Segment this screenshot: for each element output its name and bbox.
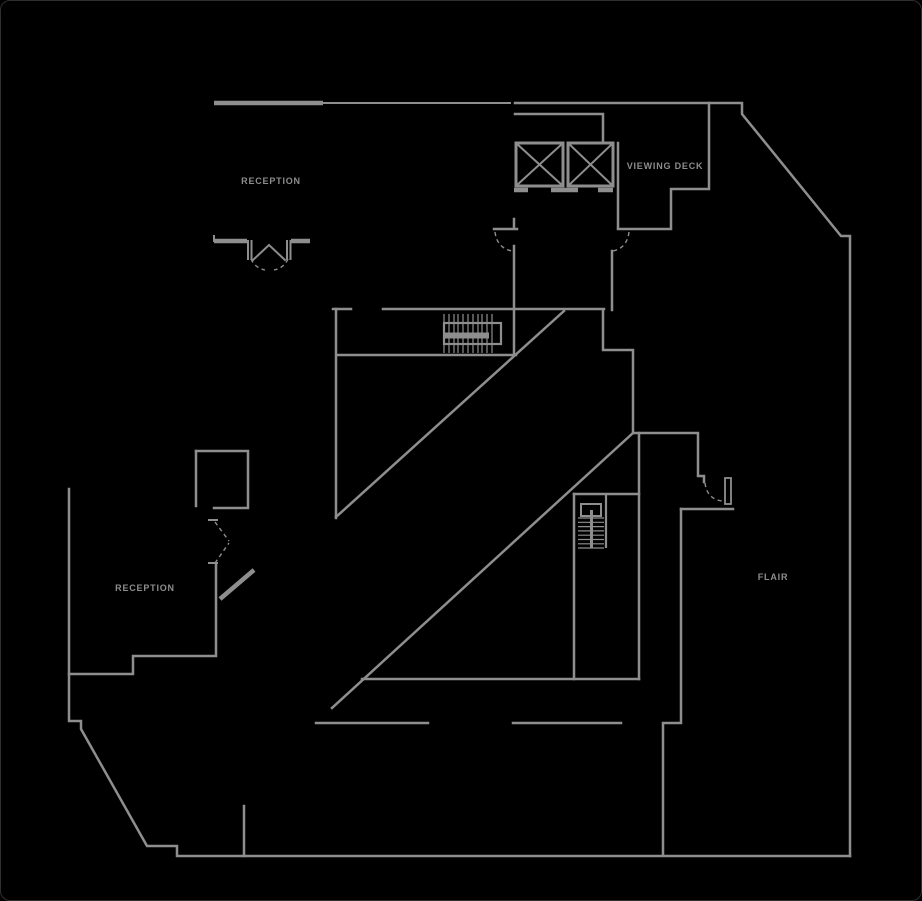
staircase-upper [442, 314, 503, 353]
closet-walls [194, 449, 250, 510]
door-left-swing [494, 231, 513, 252]
door-swing-dashes [214, 521, 230, 564]
flair-door-swing [704, 482, 723, 502]
door-jambs [208, 519, 218, 564]
lower-reception [67, 449, 256, 676]
wall-top-right-diagonal [513, 101, 852, 858]
labels: RECEPTION VIEWING DECK RECEPTION FLAIR [115, 161, 789, 593]
staircase-lower [360, 492, 641, 681]
diagonal-atrium [330, 309, 635, 710]
door-swing-arc-right [273, 258, 289, 271]
label-viewing-deck: VIEWING DECK [627, 161, 704, 171]
label-flair: FLAIR [758, 572, 789, 582]
stair-landing-bar [444, 332, 489, 339]
viewing-deck-step-wall [616, 101, 711, 231]
elevator-shaft-2 [566, 141, 615, 188]
elevator-shaft-1 [514, 141, 565, 188]
door-jamb-right [286, 240, 292, 260]
flair-door-leaf [724, 477, 732, 505]
reception-desk [218, 568, 256, 601]
label-reception-lower: RECEPTION [115, 583, 175, 593]
label-reception-upper: RECEPTION [241, 176, 301, 186]
wall-step-right [601, 309, 635, 435]
reception-walls [67, 562, 218, 676]
outer-walls [67, 100, 852, 858]
diagonal-wall-lower [330, 431, 635, 710]
elevator-core [513, 112, 620, 230]
bottom-corridor [242, 721, 623, 858]
diagonal-wall-upper [334, 309, 566, 519]
elevator-x-2 [566, 141, 615, 188]
viewing-deck-walls [616, 101, 711, 231]
mid-walls [331, 307, 635, 520]
lobby-doors [492, 217, 630, 355]
right-core [631, 431, 735, 857]
door-jamb-left [247, 240, 253, 260]
flair-left-wall [661, 507, 683, 857]
elevator-back-wall [513, 112, 605, 145]
wall-bottom-left-shell [67, 487, 852, 858]
door-left-header [492, 217, 519, 231]
door-right-swing [612, 231, 630, 252]
elevator-x-1 [514, 141, 565, 188]
flair-door-header [631, 431, 706, 484]
double-door-leaves [251, 243, 287, 262]
door-swing-arc-left [250, 258, 266, 271]
upper-reception-entry [213, 235, 310, 271]
